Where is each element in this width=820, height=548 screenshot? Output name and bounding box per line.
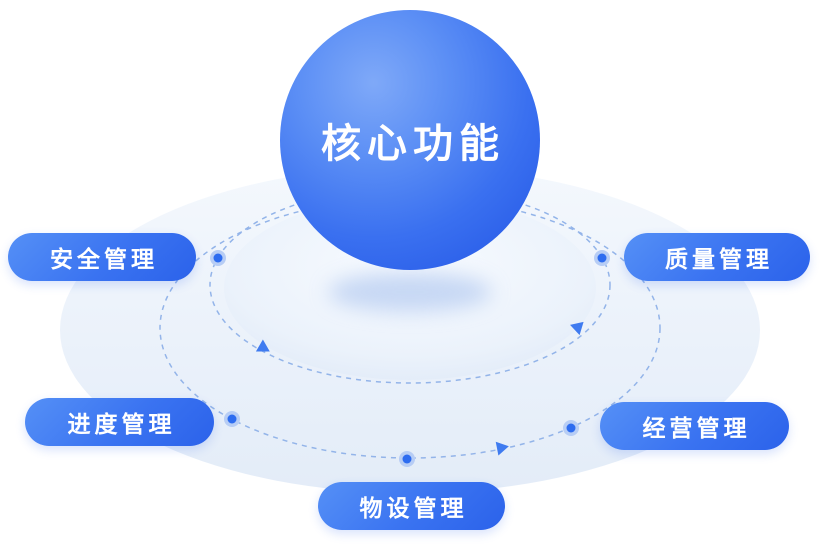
node-dot-business [563, 420, 579, 436]
node-pill-material-label: 物设管理 [359, 495, 468, 521]
node-dot-material [399, 451, 415, 467]
node-pill-business: 经营管理 [600, 402, 789, 450]
node-pill-material: 物设管理 [318, 482, 505, 530]
node-pill-progress: 进度管理 [25, 398, 214, 446]
node-pill-quality-label: 质量管理 [665, 246, 773, 272]
node-dot-quality [594, 250, 610, 266]
node-pill-business-label: 经营管理 [642, 415, 751, 441]
orbit-arrow-right [570, 321, 584, 336]
node-pill-safety-label: 安全管理 [50, 246, 158, 272]
node-dot-progress [224, 411, 240, 427]
node-dot-safety [210, 250, 226, 266]
node-pill-progress-label: 进度管理 [67, 411, 176, 437]
orbit-arrow-bottom [495, 441, 509, 456]
core-sphere: 核心功能 [280, 10, 540, 270]
orbit-outer [159, 197, 661, 459]
orbit-arrow-left [255, 339, 270, 352]
node-pill-safety: 安全管理 [8, 233, 196, 281]
node-pill-quality: 质量管理 [624, 233, 810, 281]
core-sphere-label: 核心功能 [321, 122, 505, 166]
sphere-shadow [328, 272, 492, 312]
